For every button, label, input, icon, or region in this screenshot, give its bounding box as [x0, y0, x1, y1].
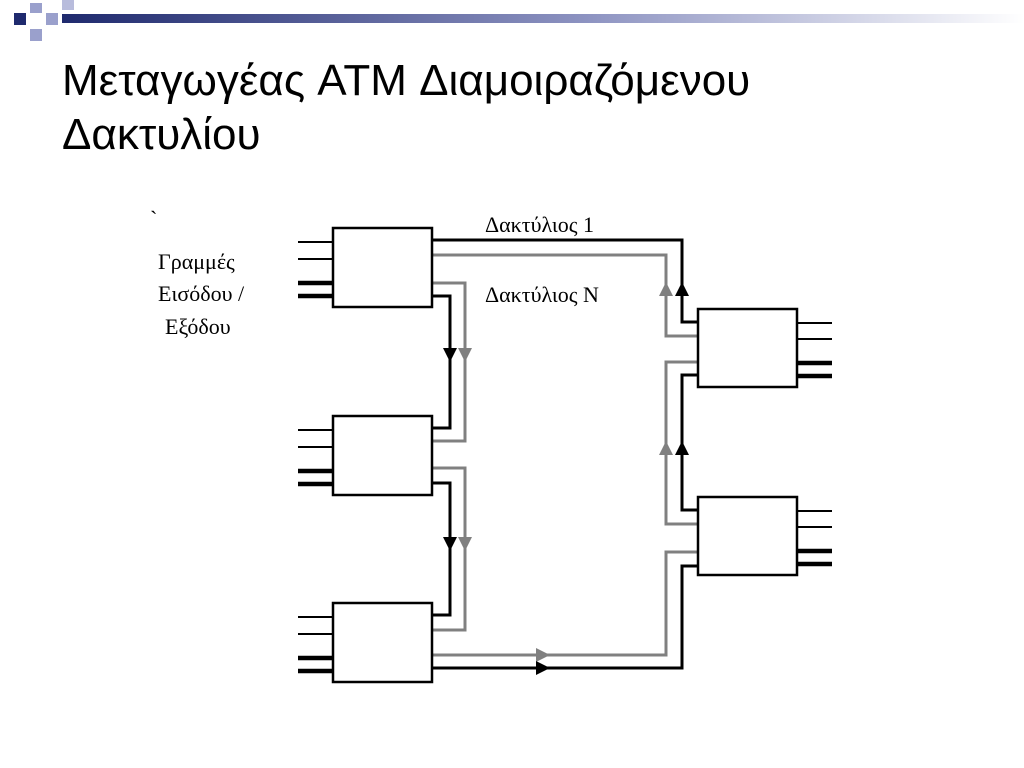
module-box	[331, 226, 434, 309]
module-box	[331, 601, 434, 684]
ring-1-label: Δακτύλιος 1	[485, 212, 594, 237]
switch-module-left-3	[298, 601, 434, 684]
ring-1-path	[432, 238, 698, 675]
corner-square-dark	[14, 13, 26, 25]
module-box	[696, 495, 799, 577]
ring-n-segment	[432, 550, 698, 657]
ring-n-label: Δακτύλιος N	[485, 282, 599, 307]
ring-1-segment	[432, 564, 698, 670]
corner-square-light	[30, 3, 42, 13]
ring-1-segment	[432, 238, 698, 324]
slide-title: Μεταγωγέας ATM Διαμοιραζόμενου Δακτυλίου	[62, 54, 962, 162]
switch-module-left-1	[298, 226, 434, 309]
ring-1-segment	[432, 481, 452, 617]
ring-1-segment	[680, 373, 698, 512]
ring-n-path	[432, 253, 698, 662]
slide-title-line-2: Δακτυλίου	[62, 110, 261, 159]
port-label-line-2: Εισόδου /	[158, 281, 245, 306]
corner-square-light	[62, 0, 74, 10]
switch-module-right-2	[696, 495, 832, 577]
ring-1-segment	[432, 294, 452, 430]
port-label-line-1: Γραμμές	[158, 249, 235, 274]
stray-mark: `	[150, 206, 157, 231]
module-box	[331, 414, 434, 497]
corner-square-light	[46, 13, 58, 25]
title-bar-decoration	[14, 0, 1024, 41]
corner-square-light	[30, 29, 42, 41]
switch-module-left-2	[298, 414, 434, 497]
module-box	[696, 307, 799, 389]
title-gradient-bar	[62, 14, 1024, 23]
switch-module-right-1	[696, 307, 832, 389]
port-label-line-3: Εξόδου	[165, 314, 231, 339]
slide-title-line-1: Μεταγωγέας ATM Διαμοιραζόμενου	[62, 56, 751, 105]
